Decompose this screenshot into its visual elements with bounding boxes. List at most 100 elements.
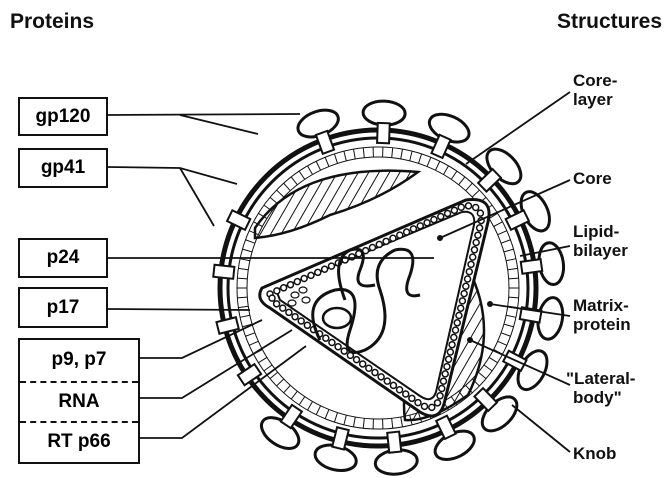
core-bead — [383, 377, 392, 385]
matrix-divider — [443, 165, 449, 175]
core-bead — [433, 399, 442, 407]
leader-line — [107, 166, 238, 185]
matrix-divider — [391, 418, 394, 429]
gp41-stub — [472, 386, 499, 413]
core-bead — [428, 403, 436, 412]
matrix-divider — [290, 176, 298, 186]
core-bead — [293, 277, 302, 286]
core-bead — [465, 267, 474, 276]
matrix-divider — [343, 414, 347, 425]
core-bead — [448, 340, 456, 349]
core-bead — [450, 206, 459, 215]
leader-line — [469, 339, 571, 386]
matrix-divider — [493, 221, 503, 227]
matrix-divider — [497, 340, 508, 346]
matrix-divider — [343, 151, 347, 162]
core-bead — [396, 231, 404, 239]
core-bead — [453, 319, 461, 327]
matrix-divider — [237, 296, 248, 299]
gp41-stub — [430, 133, 452, 160]
core-bead — [457, 203, 465, 211]
core-bead — [437, 212, 445, 221]
core-bead — [291, 312, 299, 321]
label-line: bilayer — [573, 241, 628, 260]
matrix-divider — [400, 416, 403, 427]
core-bead — [365, 364, 373, 373]
reverse-transcriptase — [298, 286, 308, 294]
label-gp120: gp120 — [18, 97, 108, 136]
leader-line — [140, 329, 293, 399]
core-bead — [279, 284, 288, 292]
matrix-divider — [307, 165, 313, 175]
core-bead — [322, 334, 330, 342]
matrix-divider — [400, 149, 403, 160]
leader-line — [489, 303, 571, 317]
core-bead — [468, 253, 477, 261]
core-bead — [416, 222, 425, 230]
reverse-transcriptase — [301, 296, 311, 304]
leader-line — [179, 114, 259, 135]
core-bead — [286, 280, 295, 289]
gp41-stub — [215, 316, 240, 335]
core-bead — [273, 287, 281, 295]
core-bead — [420, 402, 429, 411]
matrix-divider — [315, 161, 322, 171]
label-line: "Lateral- — [566, 369, 636, 388]
label-gp41: gp41 — [18, 148, 108, 188]
core-bead — [375, 240, 384, 249]
matrix-divider — [508, 296, 519, 299]
gp41-stub — [236, 362, 263, 387]
core-bead — [371, 368, 379, 377]
leader-line — [140, 319, 263, 359]
reverse-transcriptase — [290, 291, 300, 299]
matrix-divider — [465, 182, 473, 191]
core-bead — [455, 311, 463, 320]
gp41-stub — [331, 426, 350, 451]
matrix-divider — [324, 409, 330, 419]
leader-line — [465, 91, 571, 165]
rna-strand-1 — [311, 247, 421, 354]
matrix-divider — [315, 405, 322, 415]
gp41-stub — [225, 208, 252, 232]
matrix-divider — [503, 248, 514, 253]
leader-line — [511, 404, 571, 453]
core-bead — [462, 282, 470, 291]
core-bead — [436, 392, 444, 400]
core-bead — [443, 209, 452, 218]
label-lateral-body: "Lateral-body" — [566, 369, 635, 407]
matrix-divider — [283, 182, 291, 191]
leader-dot — [467, 337, 473, 343]
core-bead — [402, 228, 411, 236]
matrix-divider — [238, 305, 249, 309]
core-bead — [423, 218, 431, 227]
leader-line — [140, 345, 307, 439]
core-bead — [377, 373, 385, 381]
matrix-divider — [353, 149, 356, 160]
core-bead — [456, 304, 465, 312]
core-outline — [258, 197, 491, 418]
core-bead — [408, 394, 416, 403]
core-bead — [441, 370, 449, 378]
label-p9-p7: p9, p7 — [51, 349, 107, 371]
leader-dot — [487, 301, 493, 307]
matrix-divider — [483, 364, 493, 372]
label-line: Lipid- — [573, 222, 620, 241]
core-bead — [460, 289, 468, 298]
core-bead — [474, 231, 482, 239]
gp41-stub — [519, 257, 544, 275]
matrix-divider — [488, 212, 498, 220]
core-bead — [368, 243, 377, 252]
matrix-divider — [237, 277, 248, 280]
rna-strand-2 — [337, 247, 376, 301]
label-line: Core- — [573, 71, 618, 90]
matrix-divider — [324, 157, 330, 167]
matrix-divider — [471, 189, 480, 198]
core-bead — [348, 253, 356, 261]
core-bead — [272, 300, 281, 308]
matrix-divider — [276, 189, 285, 198]
matrix-divider — [450, 170, 458, 180]
matrix-divider — [258, 356, 268, 364]
matrix-divider — [409, 151, 413, 162]
core-bead — [320, 265, 329, 273]
